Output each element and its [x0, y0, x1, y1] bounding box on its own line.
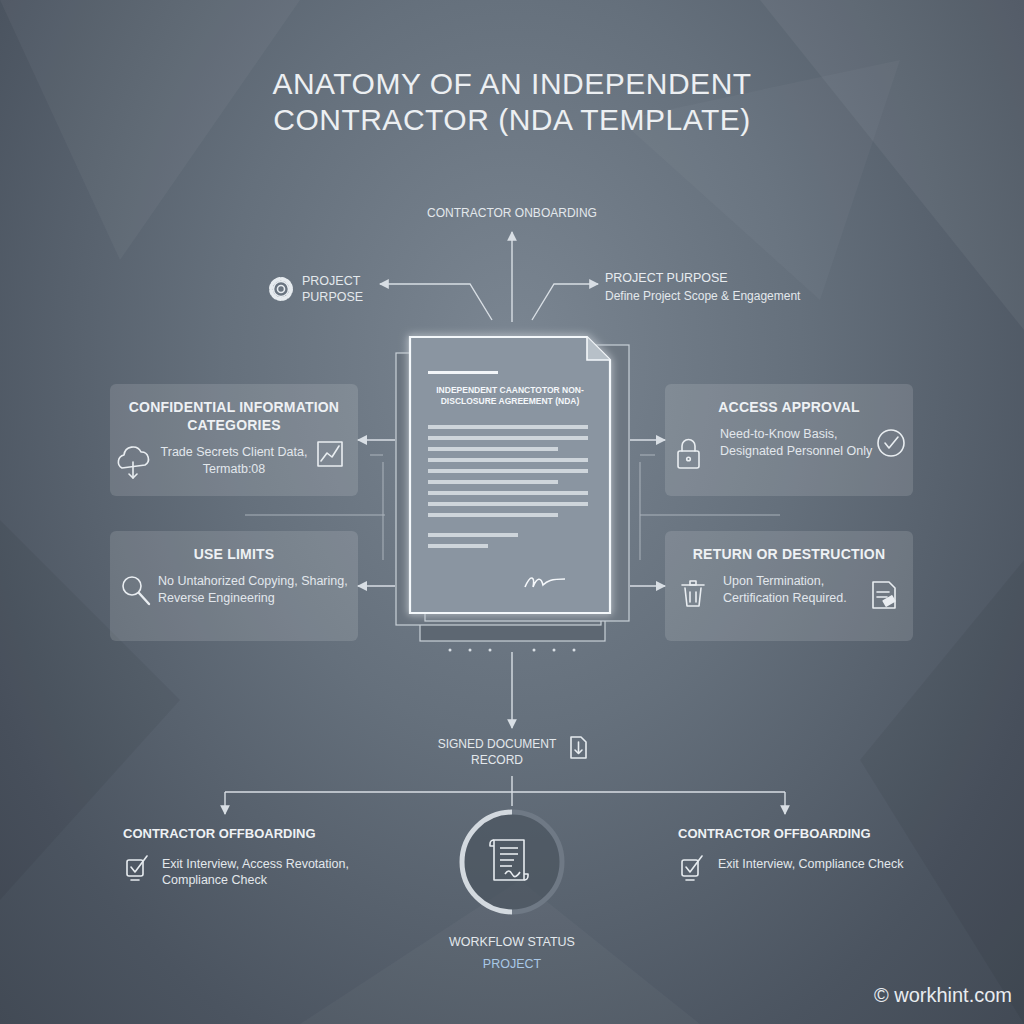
gear-icon [271, 279, 291, 299]
record-label: SIGNED DOCUMENT RECORD [427, 737, 567, 768]
box-heading: RETURN OR DESTRUCTION [665, 531, 913, 563]
branch-note: Define Project Scope & Engagement [605, 289, 895, 305]
status-ring [462, 812, 562, 912]
section-label: CONTRACTOR OFFBOARDING [123, 826, 393, 843]
status-value: PROJECT [412, 956, 612, 972]
checkbox-icon [682, 856, 702, 880]
info-box: CONFIDENTIAL INFORMATION CATEGORIES Trade… [110, 384, 358, 496]
box-heading: USE LIMITS [110, 531, 358, 563]
diagram-title: ANATOMY OF AN INDEPENDENT CONTRACTOR (ND… [252, 66, 772, 138]
watermark: © workhint.com [790, 982, 1012, 1008]
connector-arrow [630, 439, 665, 441]
dot-row [449, 649, 576, 652]
download-doc-icon [571, 737, 586, 758]
box-body: No Untahorized Copying, Sharing, Reverse… [110, 573, 358, 607]
scroll-icon [490, 840, 528, 880]
section-note: Exit Interview, Compliance Check [718, 856, 908, 872]
branch-label: PROJECT PURPOSE [302, 273, 372, 306]
status-label: WORKFLOW STATUS [412, 934, 612, 950]
document-node: INDEPENDENT CAANCTOTOR NON-DISCLOSURE AG… [395, 325, 630, 645]
section-label: CONTRACTOR ONBOARDING [392, 206, 632, 222]
checkbox-icon [127, 856, 147, 880]
flow-lines [225, 232, 785, 814]
box-heading: CONFIDENTIAL INFORMATION CATEGORIES [110, 384, 358, 434]
document-illustration [395, 325, 630, 645]
box-body: Upon Termination, Certification Required… [665, 573, 913, 607]
box-heading: ACCESS APPROVAL [665, 384, 913, 416]
connector-arrow [630, 585, 665, 587]
info-box: USE LIMITS No Untahorized Copying, Sharin… [110, 531, 358, 641]
branch-label: PROJECT PURPOSE [605, 270, 865, 286]
info-box: ACCESS APPROVAL Need-to-Know Basis, Desig… [665, 384, 913, 496]
document-title: INDEPENDENT CAANCTOTOR NON-DISCLOSURE AG… [425, 385, 595, 407]
info-box: RETURN OR DESTRUCTION Upon Termination, C… [665, 531, 913, 641]
section-label: CONTRACTOR OFFBOARDING [678, 826, 948, 843]
box-body: Need-to-Know Basis, Designated Personnel… [665, 426, 913, 460]
connector-arrow [358, 585, 395, 587]
connector-arrow [358, 439, 395, 441]
section-note: Exit Interview, Access Revotation, Compl… [162, 856, 387, 889]
box-body: Trade Secrets Client Data, Termatb:08 [110, 444, 358, 478]
